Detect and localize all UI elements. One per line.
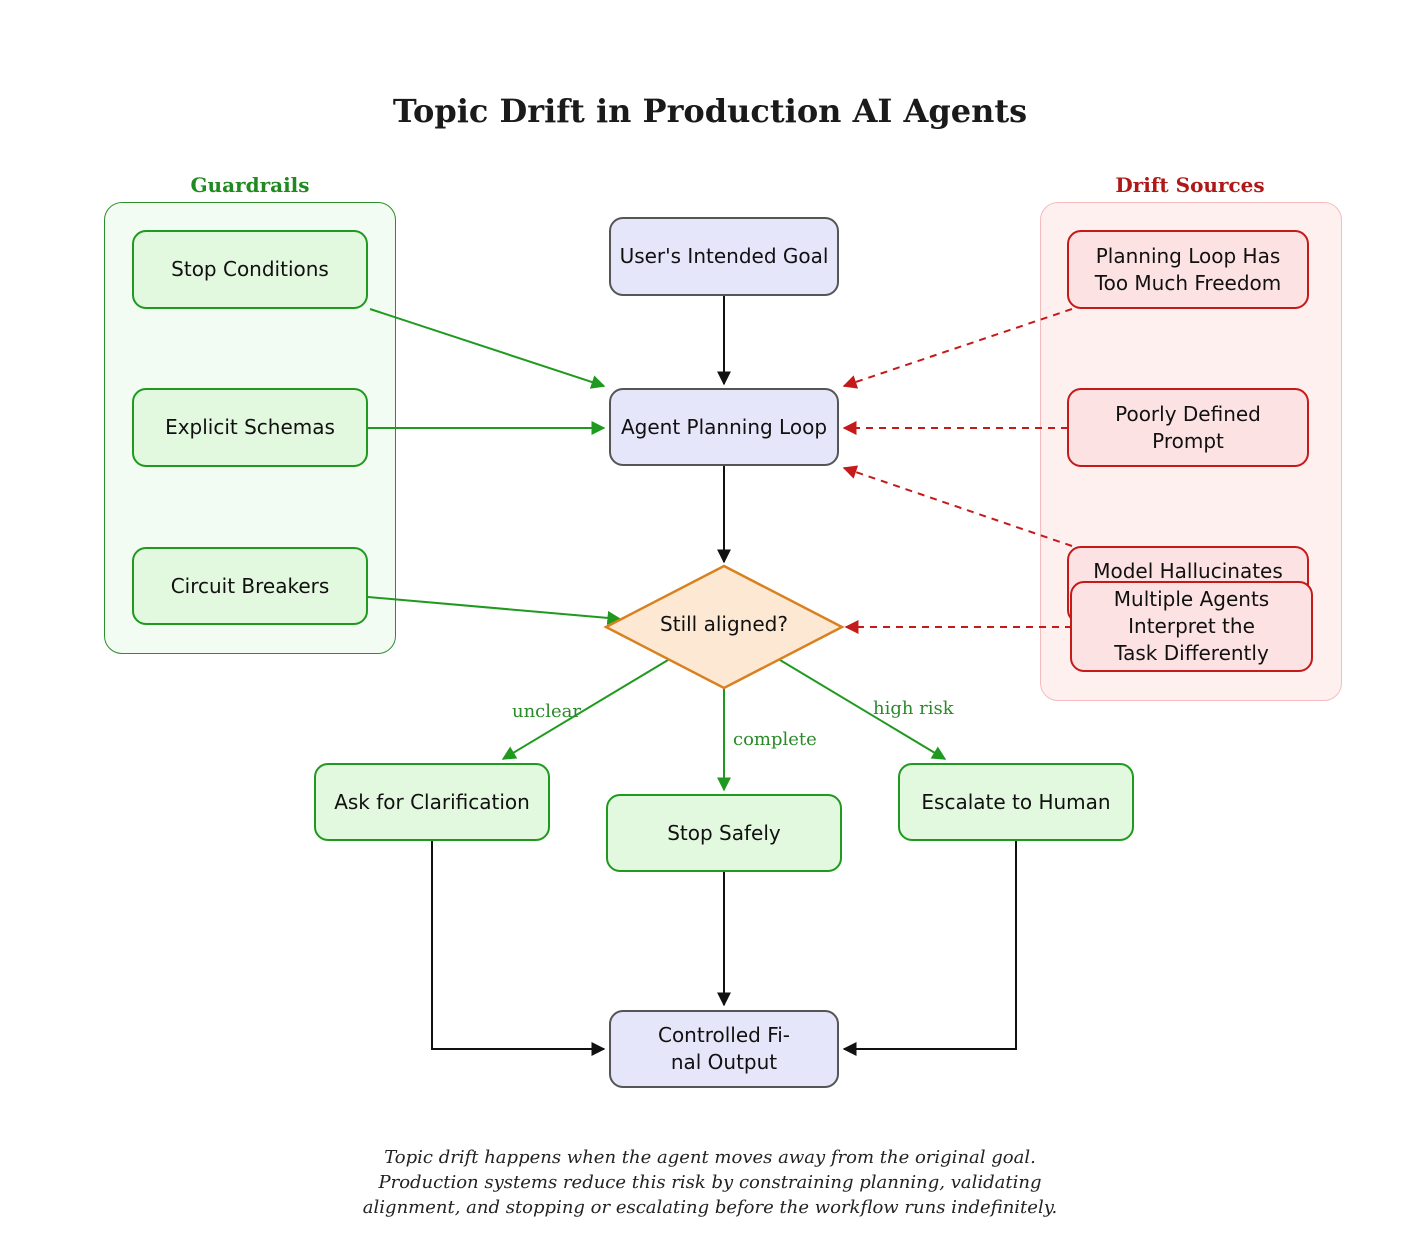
edge-freedom-to-planning — [842, 308, 1073, 389]
caption-line-1: Topic drift happens when the agent moves… — [384, 1147, 1036, 1168]
edge-breakers-to-decision — [367, 596, 622, 625]
node-stop-conditions: Stop Conditions — [132, 230, 368, 309]
agents-line-2: Interpret the — [1128, 614, 1255, 638]
output-line-1: Controlled Fi- — [657, 1023, 791, 1047]
freedom-line-1: Planning Loop Has — [1095, 243, 1281, 268]
edge-clarify-to-output — [431, 841, 606, 1056]
edge-escalate-to-output — [842, 841, 1017, 1056]
edge-label-unclear: unclear — [512, 701, 582, 722]
node-agent-planning-loop: Agent Planning Loop — [609, 388, 839, 466]
node-explicit-schemas: Explicit Schemas — [132, 388, 368, 467]
diagram-caption: Topic drift happens when the agent moves… — [0, 1145, 1420, 1220]
node-ask-clarification: Ask for Clarification — [314, 763, 550, 841]
node-stop-safely: Stop Safely — [606, 794, 842, 872]
node-multiple-agents: Multiple Agents Interpret the Task Diffe… — [1070, 581, 1313, 672]
agents-line-3: Task Differently — [1114, 641, 1269, 665]
freedom-line-2: Too Much Freedom — [1094, 270, 1282, 295]
decision-label: Still aligned? — [660, 612, 788, 636]
node-controlled-output: Controlled Fi- nal Output — [609, 1010, 839, 1088]
diagram-title: Topic Drift in Production AI Agents — [392, 92, 1028, 130]
node-planning-freedom: Planning Loop Has Too Much Freedom — [1067, 230, 1309, 309]
caption-line-3: alignment, and stopping or escalating be… — [362, 1197, 1058, 1218]
decision-diamond — [603, 564, 845, 690]
node-poorly-defined-prompt: Poorly Defined Prompt — [1067, 388, 1309, 467]
output-line-2: nal Output — [670, 1050, 778, 1074]
drift-sources-label: Drift Sources — [1115, 173, 1265, 197]
edge-label-high-risk: high risk — [873, 698, 954, 719]
agents-line-1: Multiple Agents — [1113, 587, 1270, 611]
node-escalate-human: Escalate to Human — [898, 763, 1134, 841]
edge-decision-to-escalate — [779, 659, 947, 760]
caption-line-2: Production systems reduce this risk by c… — [378, 1172, 1042, 1193]
edge-hallucinates-to-planning — [842, 465, 1073, 547]
node-user-goal: User's Intended Goal — [609, 217, 839, 296]
guardrails-label: Guardrails — [190, 173, 310, 197]
node-circuit-breakers: Circuit Breakers — [132, 547, 368, 625]
edge-label-complete: complete — [733, 729, 817, 750]
edge-decision-to-clarify — [501, 659, 669, 760]
edge-stop-conditions-to-planning — [369, 308, 606, 389]
hallucinates-label: Model Hallucinates — [1093, 559, 1283, 583]
